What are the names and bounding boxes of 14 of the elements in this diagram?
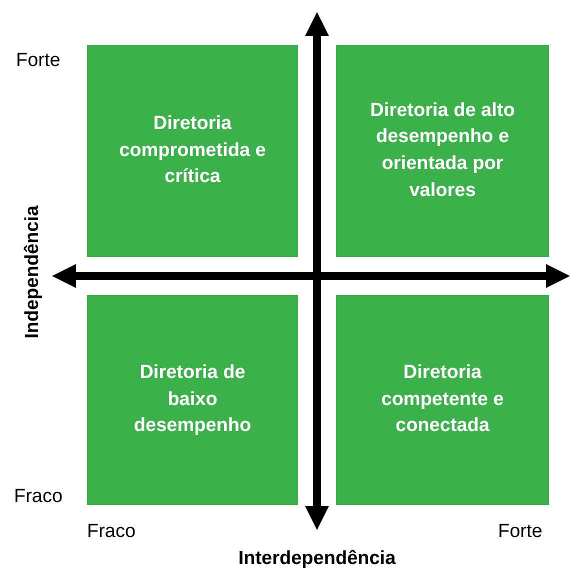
quadrant-label: Diretoria de baixo desempenho — [132, 361, 252, 438]
quadrant-label: Diretoria comprometida e crítica — [118, 112, 267, 190]
quadrant-box — [336, 295, 549, 505]
quadrant-box — [87, 45, 298, 257]
quadrant-box — [336, 45, 549, 257]
quadrant-box — [87, 295, 298, 505]
quadrant-label: Diretoria de alto desempenho e orientada por valores — [369, 98, 516, 203]
axis-title: Interdependência — [238, 548, 396, 570]
axis-title: Independência — [22, 205, 44, 339]
axis-value: Forte — [498, 521, 542, 543]
axis-value: Fraco — [87, 521, 136, 543]
axis-value: Fraco — [14, 486, 63, 508]
quadrant-label: Diretoria competente e conectada — [380, 361, 505, 438]
axis-value: Forte — [16, 50, 60, 72]
